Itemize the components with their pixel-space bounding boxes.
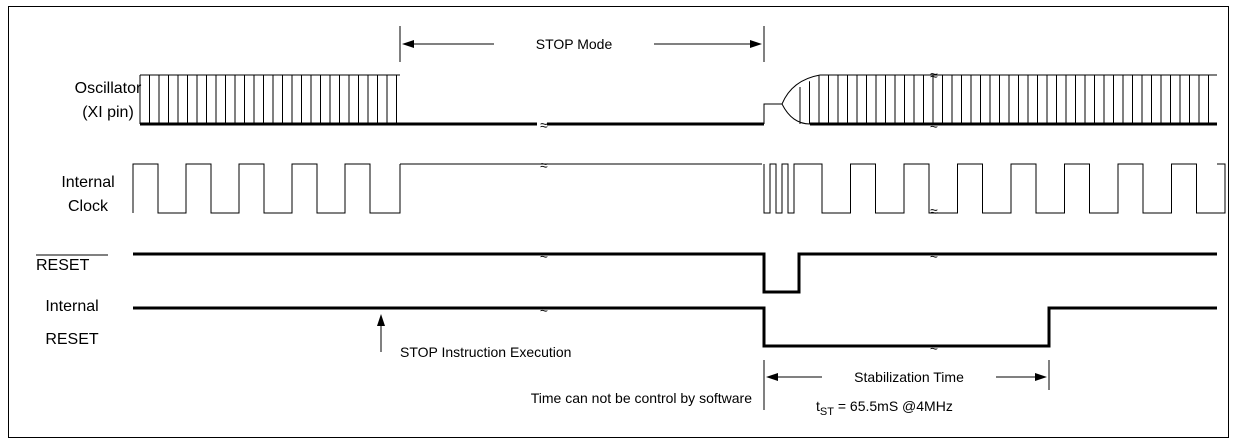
stop-instruction-marker: STOP Instruction Execution: [377, 314, 571, 360]
oscillator-label-line2: (XI pin): [82, 104, 134, 121]
internal-clock-label-line1: Internal: [61, 174, 114, 191]
internal-reset-label-line1: Internal: [45, 298, 98, 315]
break-mark-osc-top: ≈: [930, 67, 938, 83]
internal-reset-waveform: [133, 306, 1217, 348]
software-note: Time can not be control by software: [531, 390, 752, 406]
stop-mode-indicator: STOP Mode: [399, 26, 765, 62]
break-mark-internal-reset: ≈: [540, 301, 548, 317]
break-mark-clock-2: ≈: [930, 203, 938, 219]
tst-main: t: [816, 398, 820, 414]
diagram-frame: [8, 6, 1229, 438]
tst-formula: tST = 65.5mS @4MHz: [816, 398, 953, 418]
break-mark-internal-reset-2: ≈: [930, 339, 938, 355]
break-mark-reset: ≈: [540, 247, 548, 263]
break-mark-osc-bottom: ≈: [930, 117, 938, 133]
oscillator-label-line1: Oscillator: [75, 80, 142, 97]
stop-instruction-label: STOP Instruction Execution: [400, 344, 571, 360]
internal-clock-waveform: [132, 163, 1226, 214]
internal-clock-label-line2: Clock: [68, 198, 109, 215]
reset-label: RESET: [36, 257, 90, 274]
break-mark-reset-2: ≈: [930, 247, 938, 263]
reset-waveform: [133, 252, 1217, 294]
stabilization-indicator: Stabilization Time tST = 65.5mS @4MHz: [763, 360, 1050, 418]
break-mark-clock: ≈: [540, 157, 548, 173]
tst-value: = 65.5mS @4MHz: [834, 398, 953, 414]
stop-mode-label: STOP Mode: [536, 36, 613, 52]
break-mark-oscillator: ≈: [540, 117, 548, 133]
tst-subscript: ST: [820, 406, 834, 418]
internal-reset-label-line2: RESET: [45, 331, 99, 348]
stabilization-time-label: Stabilization Time: [854, 369, 964, 385]
oscillator-waveform: [139, 74, 1217, 126]
